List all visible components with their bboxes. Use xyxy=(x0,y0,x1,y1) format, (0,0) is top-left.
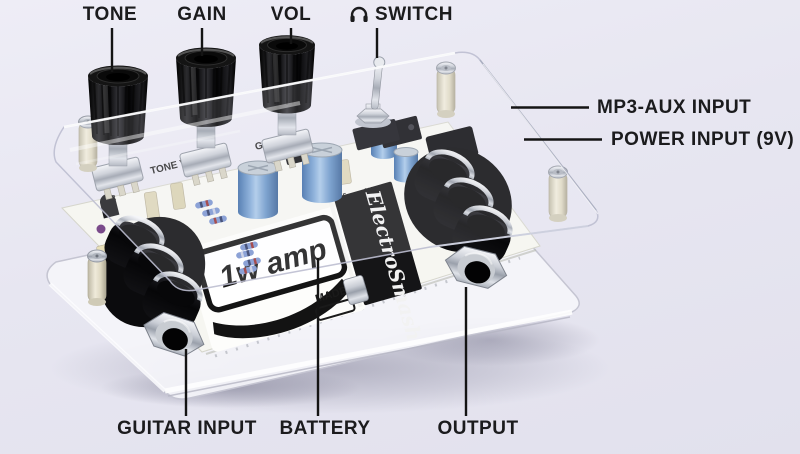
knob-vol xyxy=(259,35,315,136)
knob-tone xyxy=(88,65,148,167)
switch-lever xyxy=(370,56,386,110)
guitar-input-jack xyxy=(77,196,227,357)
label-output: OUTPUT xyxy=(437,418,519,439)
label-vol: VOL xyxy=(270,4,312,25)
headphones-icon xyxy=(349,6,369,24)
label-mp3-aux-input: MP3-AUX INPUT xyxy=(597,97,752,118)
leader-lines xyxy=(110,28,602,416)
acrylic-top-plate xyxy=(53,51,599,292)
label-gain: GAIN xyxy=(177,4,227,25)
label-tone: TONE xyxy=(82,4,138,25)
logo-sticker: 1w amp xyxy=(185,206,366,352)
output-jack xyxy=(404,126,533,289)
knob-gain xyxy=(176,47,236,149)
label-battery: BATTERY xyxy=(279,418,371,439)
label-guitar-input: GUITAR INPUT xyxy=(117,418,257,439)
label-power-input: POWER INPUT (9V) xyxy=(611,129,795,150)
capacitor xyxy=(237,160,279,219)
label-switch: SWITCH xyxy=(375,4,453,25)
logo-swoosh xyxy=(212,278,352,339)
label-switch-group: SWITCH xyxy=(349,5,453,25)
resistor-group xyxy=(195,199,261,275)
toggle-switch xyxy=(352,56,400,151)
